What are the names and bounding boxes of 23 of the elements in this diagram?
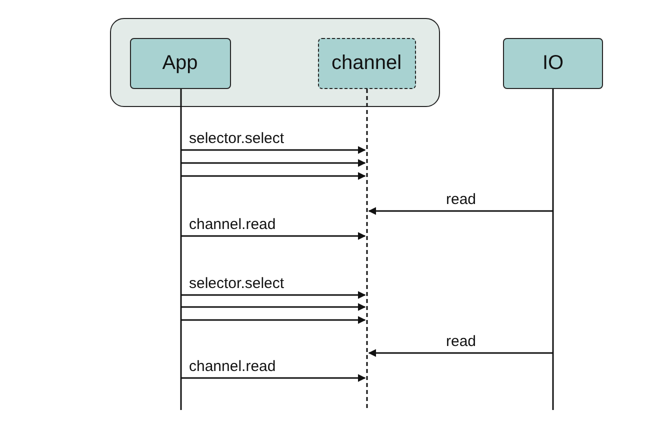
message-arrow bbox=[181, 172, 366, 180]
message-arrow bbox=[181, 146, 366, 154]
lifeline bbox=[178, 89, 184, 410]
message-arrow bbox=[181, 291, 366, 299]
message-label: read bbox=[446, 334, 476, 350]
participant-box: channel bbox=[318, 38, 416, 88]
message-arrow bbox=[181, 374, 366, 382]
message-arrow bbox=[181, 316, 366, 324]
message-arrow bbox=[368, 207, 553, 215]
message-arrow bbox=[181, 303, 366, 311]
participant-box: IO bbox=[503, 38, 603, 89]
message-label: selector.select bbox=[189, 276, 284, 292]
message-label: channel.read bbox=[189, 217, 276, 233]
message-label: selector.select bbox=[189, 131, 284, 147]
message-arrow bbox=[181, 159, 366, 167]
message-label: channel.read bbox=[189, 359, 276, 375]
message-arrow bbox=[368, 349, 553, 357]
lifeline bbox=[550, 89, 556, 410]
lifeline bbox=[364, 89, 370, 410]
group-box bbox=[110, 18, 440, 107]
message-arrow bbox=[181, 232, 366, 240]
message-label: read bbox=[446, 192, 476, 208]
participant-box: App bbox=[130, 38, 230, 88]
